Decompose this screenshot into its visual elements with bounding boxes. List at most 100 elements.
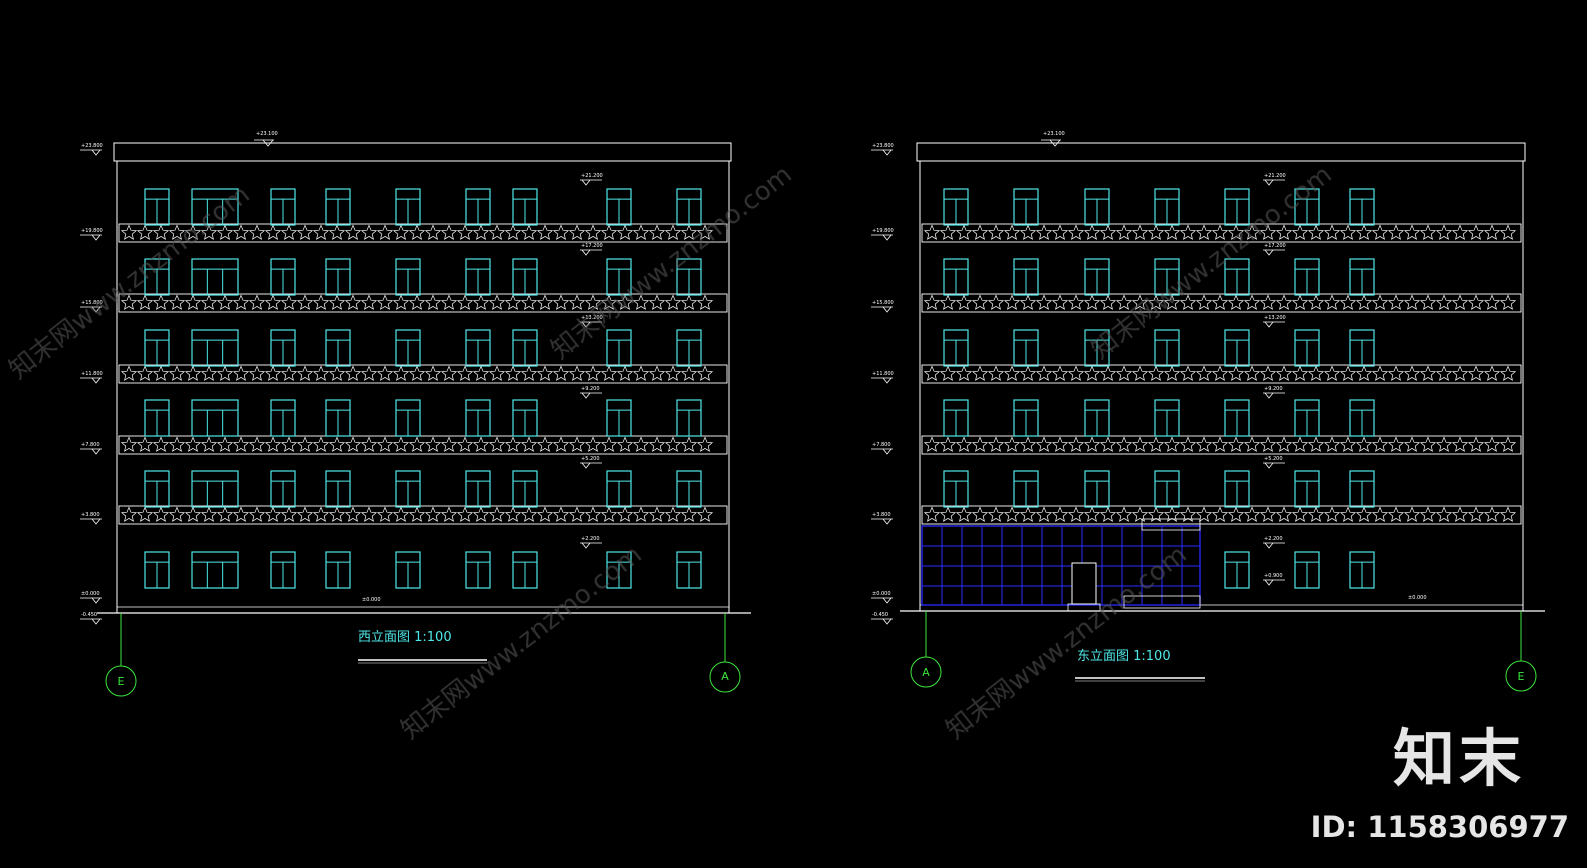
- west-window-frame: [191, 258, 239, 296]
- east-right-level-mark-text: +2.200: [1264, 536, 1283, 542]
- east-window: [1224, 329, 1250, 367]
- west-right-level-mark-marker: [581, 179, 591, 186]
- watermark-text-4: 知末网www.znzmo.com: [941, 540, 1193, 746]
- east-window: [1013, 258, 1039, 296]
- west-elevation: +23.800+19.800+15.800+11.800+7.800+3.800…: [80, 139, 751, 697]
- east-right-level-mark-marker: [1264, 579, 1274, 586]
- east-right-level-mark-marker: [1264, 249, 1274, 256]
- east-window: [943, 258, 969, 296]
- west-base-level-label: ±0.000: [362, 597, 381, 603]
- east-window: [1349, 551, 1375, 589]
- west-window: [512, 329, 538, 367]
- west-left-level-mark-text: +3.800: [81, 512, 100, 518]
- east-left-level-mark-text: +23.800: [872, 143, 894, 149]
- west-left-level-mark-marker: [91, 448, 101, 455]
- east-window: [1013, 470, 1039, 508]
- west-window: [325, 399, 351, 437]
- east-window: [1294, 329, 1320, 367]
- east-left-level-mark-marker: [882, 448, 892, 455]
- west-window: [270, 470, 296, 508]
- west-window: [676, 188, 702, 226]
- west-window: [191, 258, 239, 296]
- west-window: [676, 470, 702, 508]
- west-window-frame: [191, 329, 239, 367]
- image-id-label: ID: 1158306977: [1310, 810, 1569, 844]
- east-entrance-door: [1071, 562, 1097, 605]
- east-top-elevation-label: +23.100: [1043, 131, 1065, 137]
- east-window: [1154, 470, 1180, 508]
- west-window: [395, 329, 421, 367]
- east-left-level-mark: +19.800: [871, 228, 894, 241]
- west-band-0-star-pattern: [120, 224, 714, 240]
- west-left-level-mark-marker: [91, 618, 101, 625]
- west-left-level-mark: +23.800: [80, 143, 103, 156]
- east-axis-bubble: [910, 656, 942, 688]
- west-window: [676, 399, 702, 437]
- west-left-level-mark: ±0.000: [80, 591, 102, 604]
- east-window: [1294, 399, 1320, 437]
- east-window: [1154, 399, 1180, 437]
- west-band-4-star-pattern: [120, 506, 714, 522]
- west-window: [606, 329, 632, 367]
- east-right-level-mark: +17.200: [1263, 243, 1286, 256]
- west-window-frame: [191, 399, 239, 437]
- east-left-level-mark: -0.450: [871, 612, 893, 625]
- east-band-2-star-pattern: [923, 365, 1517, 381]
- east-window: [1224, 470, 1250, 508]
- west-window: [512, 399, 538, 437]
- west-right-level-mark: +2.200: [580, 536, 602, 549]
- west-window: [606, 470, 632, 508]
- west-axis-a-label: A: [721, 670, 729, 683]
- east-band-4-star-pattern: [923, 506, 1517, 522]
- west-window: [465, 329, 491, 367]
- west-window: [144, 470, 170, 508]
- east-left-level-mark: +3.800: [871, 512, 893, 525]
- west-window: [606, 551, 632, 589]
- east-window: [1084, 399, 1110, 437]
- west-right-level-mark-text: +9.200: [581, 386, 600, 392]
- west-window: [676, 551, 702, 589]
- watermark-text-5: 知末网www.znzmo.com: [1086, 160, 1338, 366]
- east-right-level-mark-text: +13.200: [1264, 315, 1286, 321]
- east-window: [1154, 188, 1180, 226]
- east-left-level-mark-text: +19.800: [872, 228, 894, 234]
- west-right-level-mark-text: +21.200: [581, 173, 603, 179]
- west-left-level-mark-text: +7.800: [81, 442, 100, 448]
- east-left-level-mark: +7.800: [871, 442, 893, 455]
- west-right-level-mark-text: +2.200: [581, 536, 600, 542]
- east-right-level-mark-marker: [1264, 542, 1274, 549]
- west-window: [144, 188, 170, 226]
- east-window: [1349, 258, 1375, 296]
- west-left-level-mark-marker: [91, 597, 101, 604]
- west-window: [606, 399, 632, 437]
- west-window: [270, 399, 296, 437]
- west-window: [325, 551, 351, 589]
- west-window: [191, 188, 239, 226]
- east-band-0-star-pattern: [923, 224, 1517, 240]
- east-window: [943, 188, 969, 226]
- east-curtain-wall: [921, 525, 1201, 606]
- west-left-level-mark-text: ±0.000: [81, 591, 100, 597]
- east-window: [1349, 329, 1375, 367]
- east-base-level-label: ±0.000: [1408, 595, 1427, 601]
- west-window: [512, 258, 538, 296]
- east-left-level-mark-marker: [882, 149, 892, 156]
- brand-logo: 知末: [1392, 722, 1525, 795]
- west-left-level-mark-text: +15.800: [81, 300, 103, 306]
- east-window: [1084, 188, 1110, 226]
- west-window: [465, 551, 491, 589]
- east-window: [1349, 188, 1375, 226]
- east-entrance-steps: [1067, 603, 1101, 612]
- west-window: [395, 188, 421, 226]
- west-window: [325, 258, 351, 296]
- west-floor-band: [118, 435, 728, 455]
- east-window: [1084, 329, 1110, 367]
- west-window: [325, 188, 351, 226]
- west-window: [191, 399, 239, 437]
- east-axis-e-label: E: [1518, 670, 1525, 683]
- west-band-1-star-pattern: [120, 294, 714, 310]
- east-left-level-mark-text: +15.800: [872, 300, 894, 306]
- east-window: [1294, 470, 1320, 508]
- east-right-level-mark-text: +5.200: [1264, 456, 1283, 462]
- west-right-level-mark-marker: [581, 249, 591, 256]
